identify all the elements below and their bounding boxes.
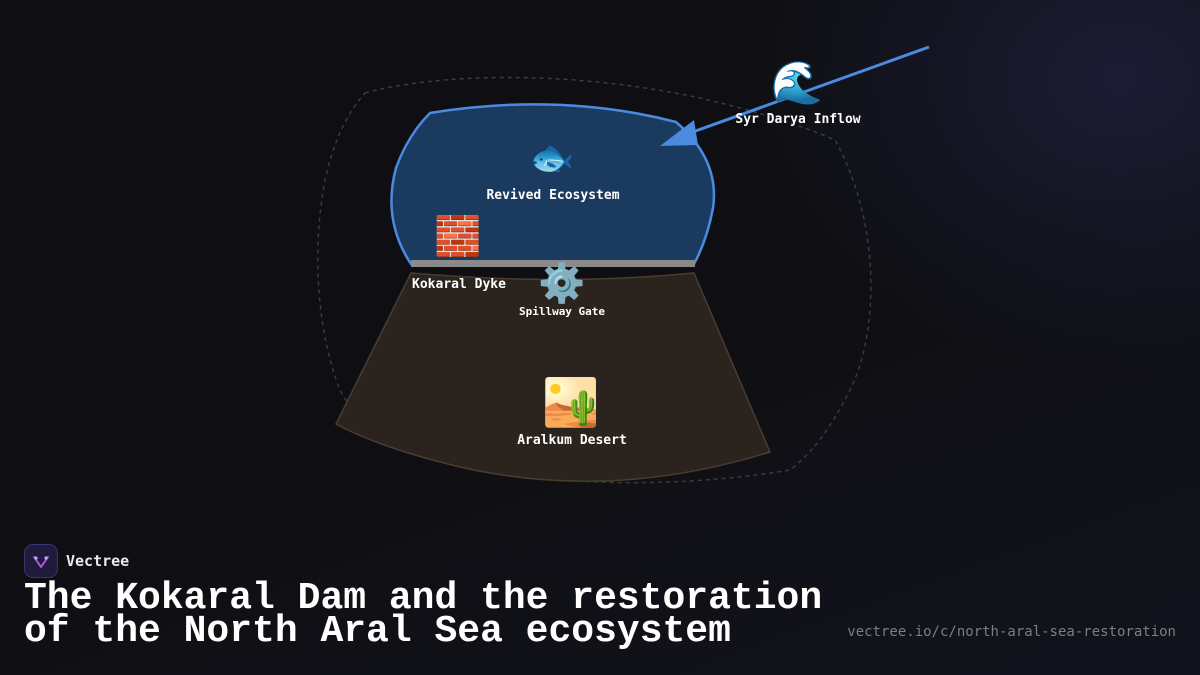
syr-darya-inflow-label: Syr Darya Inflow (735, 112, 860, 127)
kokaral-dyke-bar (411, 260, 695, 267)
desert-region (335, 272, 772, 482)
brick-icon: 🧱 (434, 214, 481, 258)
north-sea-water (390, 103, 716, 266)
page-title: The Kokaral Dam and the restoration of t… (24, 577, 823, 653)
source-url: vectree.io/c/north-aral-sea-restoration (847, 624, 1176, 640)
fish-icon: 🐟 (530, 138, 575, 179)
inflow-arrow-line (689, 45, 930, 135)
kokaral-dyke-label: Kokaral Dyke (412, 277, 506, 292)
vectree-logo-icon (24, 544, 58, 578)
spillway-gate-label: Spillway Gate (519, 305, 605, 318)
desert-icon: 🏜️ (542, 375, 599, 429)
wave-icon: 🌊 (771, 58, 823, 107)
gear-icon: ⚙️ (538, 261, 585, 305)
brand: Vectree (24, 544, 129, 578)
aralkum-desert-label: Aralkum Desert (517, 433, 627, 448)
brand-name: Vectree (66, 552, 130, 570)
inflow-arrow-head (660, 120, 698, 146)
former-sea-boundary (317, 76, 872, 484)
revived-ecosystem-label: Revived Ecosystem (486, 188, 619, 203)
